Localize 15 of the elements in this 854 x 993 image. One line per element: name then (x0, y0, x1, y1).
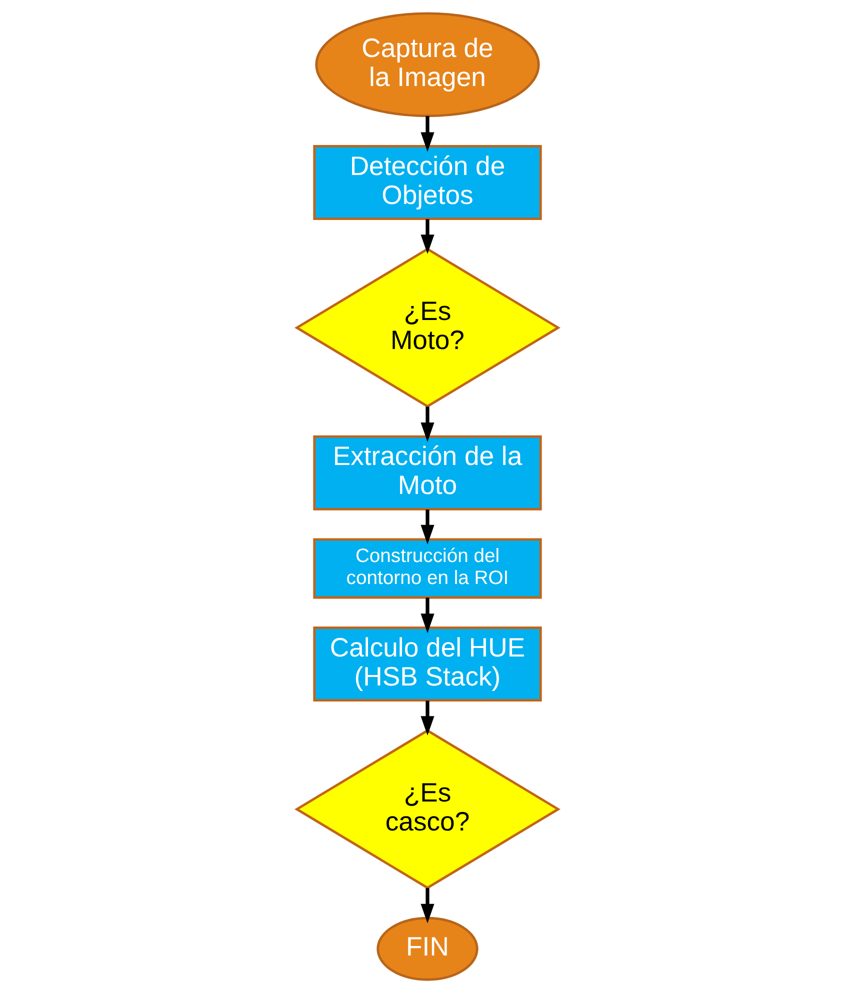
node-diamond: ¿Es Moto? (294, 248, 560, 408)
node-box: Extracción de la Moto (312, 435, 542, 510)
node-ellipse: Captura de la Imagen (314, 12, 540, 118)
arrow (420, 598, 434, 634)
arrow (420, 219, 434, 254)
arrow (420, 700, 434, 736)
node-box: Detección de Objetos (312, 145, 542, 220)
arrow (420, 116, 434, 152)
arrow (420, 888, 434, 924)
node-ellipse: FIN (376, 916, 478, 981)
node-diamond: ¿Es casco? (294, 729, 560, 890)
arrow (420, 406, 434, 442)
arrow (420, 510, 434, 544)
node-box: Calculo del HUE (HSB Stack) (312, 626, 542, 702)
node-box: Construcción del contorno en la ROI (312, 538, 542, 599)
